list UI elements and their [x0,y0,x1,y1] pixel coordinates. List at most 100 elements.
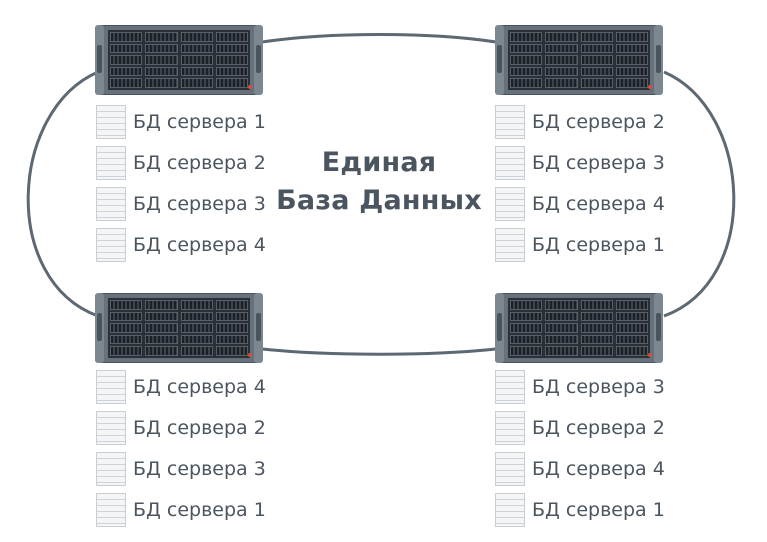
db-label: БД сервера 3 [133,193,266,215]
db-label: БД сервера 3 [133,458,266,480]
drive-bay [181,335,213,345]
drive-bay [616,78,648,88]
db-item: БД сервера 1 [495,224,665,265]
drive-bay [616,312,648,322]
drive-bay [145,300,177,310]
db-item: БД сервера 3 [96,183,266,224]
drive-bay [545,67,577,77]
server-bottom-left [95,293,263,363]
drive-bay [145,346,177,356]
drive-bay [110,55,142,65]
title-line-1: Единая [272,144,486,182]
drive-bay [145,32,177,42]
drive-bay [510,312,542,322]
drive-bay [181,78,213,88]
db-label: БД сервера 2 [532,417,665,439]
drive-bay [545,312,577,322]
drive-bay [545,335,577,345]
drive-bay [216,67,248,77]
drive-bay [581,300,613,310]
db-item: БД сервера 4 [96,224,266,265]
drive-bay [181,346,213,356]
drive-bay [145,55,177,65]
ring-top-connector [262,35,496,43]
database-icon [96,228,126,262]
drive-bay [181,44,213,54]
drive-bay [216,44,248,54]
status-led [248,85,252,89]
drive-bay [145,67,177,77]
drive-bay [616,67,648,77]
drive-bay [181,55,213,65]
server-bottom-right [495,293,663,363]
drive-bay [616,55,648,65]
db-list-top-left: БД сервера 1 БД сервера 2 БД сервера 3 Б… [96,101,266,265]
db-list-bottom-left: БД сервера 4 БД сервера 2 БД сервера 3 Б… [96,366,266,530]
drive-bay [581,346,613,356]
db-label: БД сервера 2 [133,152,266,174]
db-label: БД сервера 4 [133,234,266,256]
server-top-right [495,25,663,95]
drive-bay [145,335,177,345]
drive-bay [216,55,248,65]
drive-bay [510,78,542,88]
ring-right-connector [664,72,734,316]
db-label: БД сервера 4 [133,376,266,398]
drive-bay [581,335,613,345]
drive-bay [145,78,177,88]
database-icon [495,105,525,139]
db-label: БД сервера 3 [532,376,665,398]
database-icon [96,452,126,486]
drive-bay [545,44,577,54]
drive-bay [110,67,142,77]
drive-bay [216,300,248,310]
database-icon [96,370,126,404]
drive-bay [545,32,577,42]
drive-bay [581,55,613,65]
drive-bay [545,78,577,88]
drive-bay [181,312,213,322]
drive-bay [616,300,648,310]
db-label: БД сервера 2 [133,417,266,439]
db-item: БД сервера 2 [495,407,665,448]
database-icon [96,493,126,527]
database-icon [495,493,525,527]
db-label: БД сервера 1 [133,111,266,133]
drive-bay [510,44,542,54]
drive-bays [108,298,250,358]
drive-bay [145,323,177,333]
drive-bay [545,323,577,333]
drive-bay [110,323,142,333]
unified-database-title: Единая База Данных [272,144,486,220]
drive-bay [616,335,648,345]
drive-bay [616,346,648,356]
db-label: БД сервера 2 [532,111,665,133]
drive-bay [110,300,142,310]
db-label: БД сервера 1 [532,234,665,256]
drive-bay [110,32,142,42]
drive-bay [510,346,542,356]
ring-bottom-connector [262,349,496,354]
drive-bays [508,30,650,90]
status-led [648,85,652,89]
drive-bays [508,298,650,358]
drive-bay [545,300,577,310]
status-led [648,353,652,357]
drive-bay [510,32,542,42]
server-top-left [95,25,263,95]
drive-bay [216,335,248,345]
drive-bay [581,44,613,54]
db-item: БД сервера 4 [96,366,266,407]
db-item: БД сервера 1 [495,489,665,530]
drive-bay [216,32,248,42]
drive-bay [545,346,577,356]
db-label: БД сервера 1 [532,499,665,521]
db-list-top-right: БД сервера 2 БД сервера 3 БД сервера 4 Б… [495,101,665,265]
drive-bay [581,67,613,77]
status-led [248,353,252,357]
drive-bay [110,346,142,356]
db-item: БД сервера 3 [96,448,266,489]
db-item: БД сервера 4 [495,183,665,224]
db-item: БД сервера 4 [495,448,665,489]
drive-bay [110,312,142,322]
